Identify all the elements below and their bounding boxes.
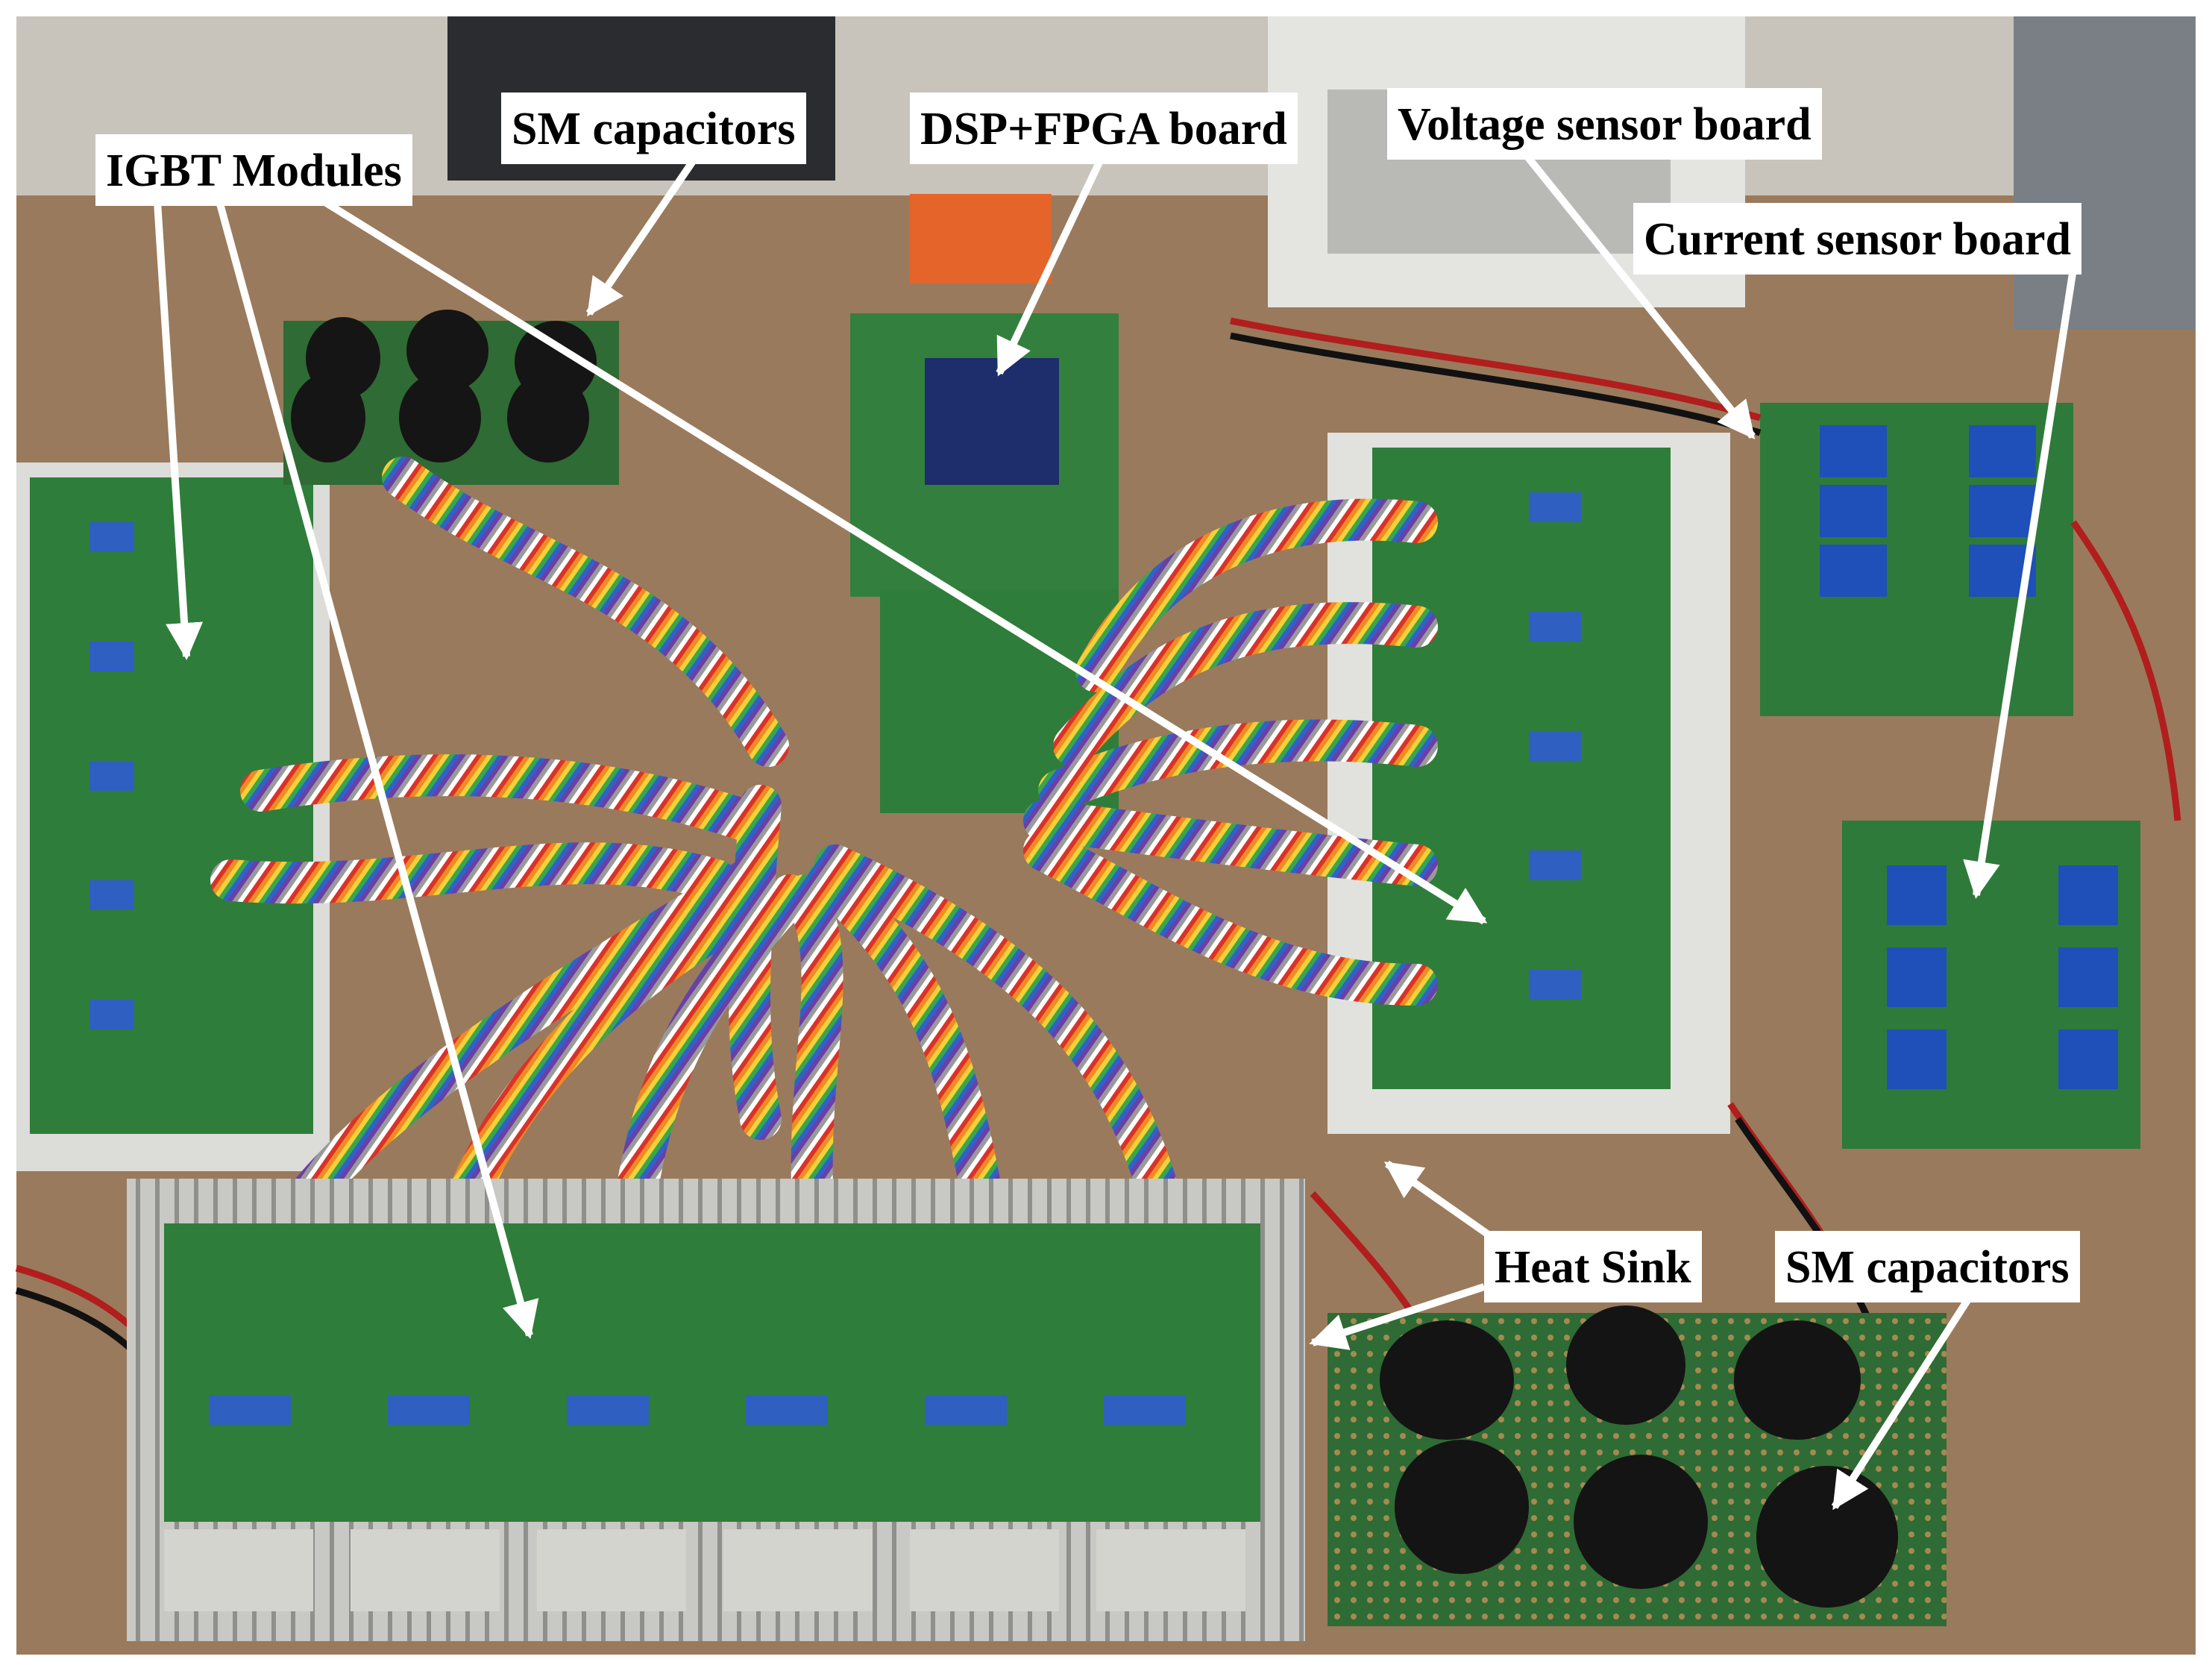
arrow-heatsink-bottom — [1309, 1283, 1486, 1350]
igbt-terminals — [164, 1529, 1245, 1611]
sm-capacitors-bottom — [1380, 1305, 1898, 1608]
arrow-igbt-right — [304, 186, 1488, 925]
sm-capacitors-top — [291, 310, 597, 463]
arrow-sm-cap-bottom — [1831, 1296, 1973, 1511]
arrow-current-sensor — [1963, 268, 2077, 899]
current-sensors — [1887, 865, 2118, 1089]
pcb-bottom-stack — [164, 1223, 1260, 1522]
fpga-module — [925, 358, 1059, 485]
label-sm-capacitors-bottom: SM capacitors — [1775, 1231, 2080, 1302]
arrow-igbt-left — [153, 189, 204, 660]
label-igbt-modules: IGBT Modules — [95, 134, 412, 206]
rack-right — [2014, 16, 2196, 330]
arrow-sm-cap-top — [585, 147, 705, 317]
arrow-heatsink-right — [1383, 1160, 1501, 1246]
label-voltage-sensor-board: Voltage sensor board — [1387, 88, 1822, 160]
label-dsp-fpga-board: DSP+FPGA board — [910, 93, 1298, 164]
arrow-igbt-bottom — [213, 189, 539, 1339]
annotation-arrows — [153, 146, 2077, 1511]
ribbon-cables — [210, 457, 1438, 1229]
orange-emulator — [910, 194, 1052, 283]
pcb-bottom-blue-caps — [209, 1395, 1186, 1425]
pcb-left-blue-caps — [89, 522, 134, 1029]
label-current-sensor-board: Current sensor board — [1633, 203, 2081, 275]
arrow-dsp-fpga — [996, 151, 1107, 377]
pcb-right-blue-caps — [1529, 492, 1581, 1000]
label-sm-capacitors-top: SM capacitors — [501, 93, 806, 164]
label-heat-sink: Heat Sink — [1484, 1231, 1702, 1302]
arrow-voltage-sensor — [1518, 146, 1756, 439]
